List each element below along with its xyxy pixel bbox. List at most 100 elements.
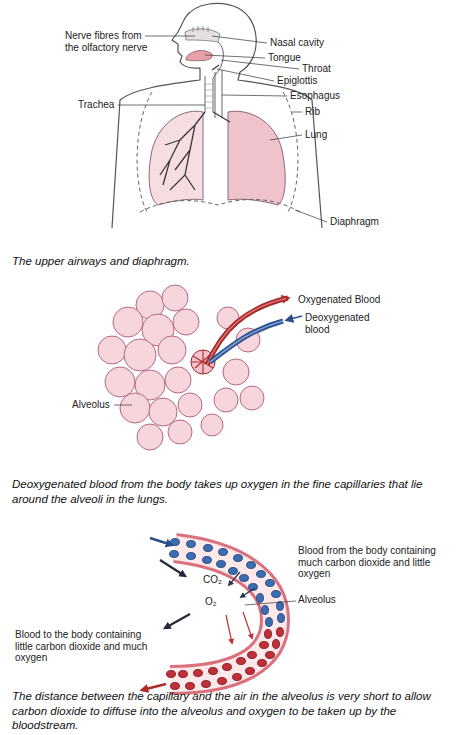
deoxygenated-vessel xyxy=(210,321,283,362)
gas-arrow xyxy=(243,612,252,638)
blood-cell xyxy=(246,668,255,675)
blood-cell xyxy=(179,671,188,678)
vessel-highlight xyxy=(207,299,286,366)
trachea-ring xyxy=(205,90,213,91)
blood-cell xyxy=(240,575,249,582)
part-label: Esophagus xyxy=(290,90,340,102)
vessel-highlight xyxy=(210,321,283,362)
part-label: Nerve fibres from the olfactory nerve xyxy=(65,30,150,53)
gas-arrow xyxy=(229,572,240,585)
blood-cell xyxy=(266,618,273,627)
alveolus-sac xyxy=(158,336,186,364)
leader-line xyxy=(118,105,205,106)
blood-label: Blood from the body containing much carb… xyxy=(298,545,450,580)
capillary-wall xyxy=(170,548,275,680)
gas-arrow xyxy=(226,615,232,643)
blood-cell xyxy=(217,561,226,568)
trachea-wall xyxy=(213,78,214,112)
blood-cell xyxy=(223,664,232,671)
blood-cell xyxy=(277,628,284,637)
rib-line xyxy=(137,92,152,212)
blood-cell xyxy=(187,553,196,560)
alveolus-sac xyxy=(240,386,264,410)
alveolus-sac xyxy=(113,307,143,337)
olfactory-fibre xyxy=(208,27,209,32)
alveolus-sac xyxy=(98,336,126,364)
esophagus-wall xyxy=(222,70,223,118)
blood-cell xyxy=(170,551,179,558)
leader-line xyxy=(205,55,265,58)
leader-line xyxy=(295,210,327,222)
blood-cell xyxy=(272,591,281,598)
blood-cell xyxy=(218,678,227,685)
figure-caption: The distance between the capillary and t… xyxy=(12,689,452,733)
blood-cell xyxy=(237,658,246,665)
vessel-label: Oxygenated Blood xyxy=(298,294,380,306)
blood-label: Blood to the body containing little carb… xyxy=(15,629,151,664)
leader-line xyxy=(222,95,287,96)
rib-line xyxy=(283,92,298,212)
trachea-ring xyxy=(205,102,213,103)
blood-cell xyxy=(209,668,218,675)
olfactory-fibre xyxy=(193,27,194,32)
part-label: Lung xyxy=(305,129,327,141)
leader-line xyxy=(245,601,296,605)
tongue-shape xyxy=(186,51,212,61)
blood-cell xyxy=(204,545,213,552)
blood-cell xyxy=(247,562,256,569)
gas-label: CO₂ xyxy=(203,574,222,586)
inflow-arrow xyxy=(150,538,172,545)
blood-cell xyxy=(233,674,242,681)
leader-line xyxy=(270,135,302,140)
part-label: Epiglottis xyxy=(277,75,318,87)
outflow-arrow xyxy=(142,684,166,690)
esophagus-wall xyxy=(215,72,216,118)
blood-cell xyxy=(260,642,269,649)
blood-cell xyxy=(186,683,195,690)
part-label: Throat xyxy=(302,63,331,75)
blood-cell xyxy=(278,614,285,623)
leader-line xyxy=(145,36,195,37)
blood-cell xyxy=(187,541,196,548)
leader-line xyxy=(292,112,302,113)
alveolus-sac xyxy=(124,339,156,371)
capillary-lumen xyxy=(170,548,275,680)
leader-line xyxy=(114,405,132,406)
part-label: Trachea xyxy=(78,99,114,111)
blood-cell xyxy=(273,640,280,649)
blood-cell xyxy=(258,660,267,667)
blood-cell xyxy=(266,580,275,587)
alveolus-sac xyxy=(178,393,202,417)
blood-cell xyxy=(277,602,284,611)
blood-cell xyxy=(234,555,243,562)
inflow-arrow xyxy=(287,316,302,320)
air-arrow xyxy=(160,560,185,576)
blood-cell xyxy=(167,671,176,678)
part-label: Alveolus xyxy=(298,594,336,606)
blood-cell xyxy=(203,557,212,564)
oxygenated-vessel xyxy=(207,298,288,365)
trachea-ring xyxy=(205,84,213,85)
blood-cell xyxy=(266,652,275,659)
blood-cell xyxy=(229,568,238,575)
blood-cell xyxy=(257,571,266,578)
blood-cell xyxy=(219,549,228,556)
right-lung xyxy=(228,111,285,205)
part-label: Alveolus xyxy=(72,399,110,411)
diaphragm-line xyxy=(140,199,300,212)
blood-cell xyxy=(202,681,211,688)
figure-caption: Deoxygenated blood from the body takes u… xyxy=(12,477,452,506)
blood-cell xyxy=(194,670,203,677)
figure-caption: The upper airways and diaphragm. xyxy=(12,254,452,269)
vessel-label: Deoxygenated blood xyxy=(305,312,375,335)
alveolus-sac xyxy=(223,359,249,385)
gas-label: O₂ xyxy=(205,596,217,608)
trachea-wall xyxy=(205,76,206,112)
blood-cell xyxy=(265,630,272,639)
alveolus-sac xyxy=(165,367,191,393)
gas-arrow xyxy=(241,588,255,597)
alveolus-sac xyxy=(105,367,135,397)
part-label: Rib xyxy=(305,106,320,118)
